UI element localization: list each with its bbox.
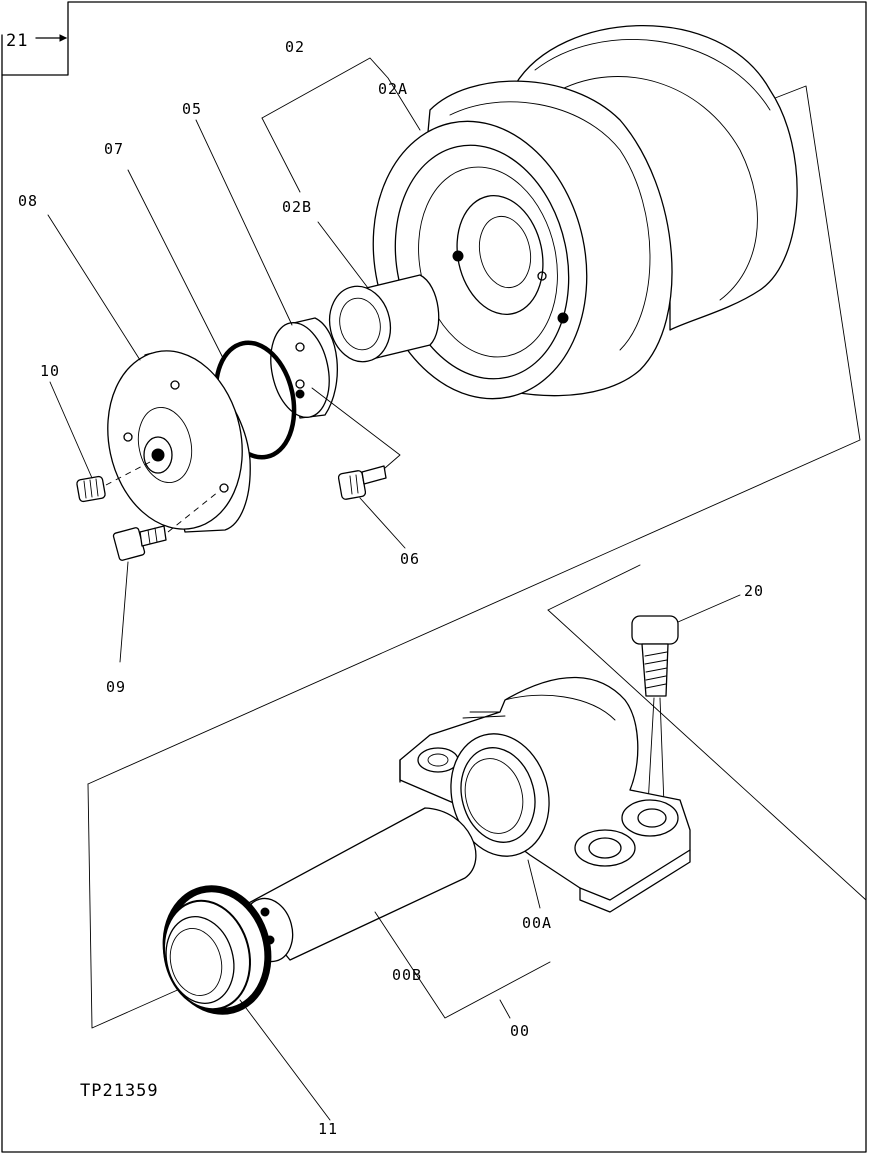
roller-wheel [372, 25, 798, 400]
thrust-washer [270, 317, 338, 419]
label-05: 05 [182, 100, 202, 118]
figure-id: TP21359 [80, 1081, 159, 1101]
label-06: 06 [400, 550, 420, 568]
label-09: 09 [106, 678, 126, 696]
end-cover [107, 350, 251, 533]
label-10: 10 [40, 362, 60, 380]
screw [311, 387, 401, 500]
shaft [242, 807, 477, 963]
label-02a: 02A [378, 80, 408, 98]
kit-boundary-lower [87, 564, 867, 1029]
cap-screw [112, 491, 219, 561]
label-20: 20 [744, 582, 764, 600]
label-08: 08 [18, 192, 38, 210]
seal-ring [162, 885, 272, 1015]
bushing-part [328, 274, 440, 363]
page-reference: 21 [6, 31, 28, 51]
label-00a: 00A [522, 914, 552, 932]
bracket-assembly [399, 676, 691, 913]
leader-lines [47, 57, 741, 1121]
bolt [631, 615, 679, 806]
plug [76, 461, 151, 503]
kit-boundary-upper [87, 85, 861, 785]
label-07: 07 [104, 140, 124, 158]
label-00b: 00B [392, 966, 422, 984]
label-00: 00 [510, 1022, 530, 1040]
label-02: 02 [285, 38, 305, 56]
label-02b: 02B [282, 198, 312, 216]
label-11: 11 [318, 1120, 338, 1138]
